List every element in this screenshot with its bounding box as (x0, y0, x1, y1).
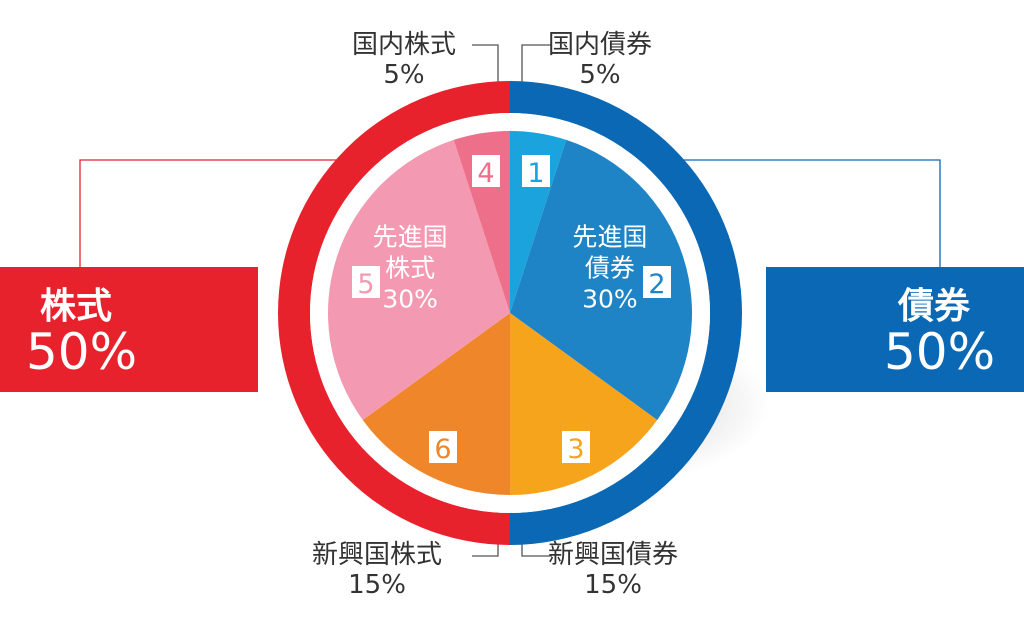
ext-label-emerging-stock: 新興国株式 15% (312, 540, 442, 600)
ext-label-pct: 15% (584, 570, 642, 600)
slice-badge-5: 5 (352, 266, 380, 300)
ring-stock-half (278, 81, 510, 545)
connector-right-box (680, 159, 941, 267)
ext-label-domestic-stock: 国内株式 5% (352, 30, 456, 90)
ext-label-pct: 15% (348, 570, 406, 600)
slice-badge-box (352, 266, 380, 298)
slice-inner-label-5: 株式 (385, 254, 435, 283)
slice-badge-3: 3 (562, 431, 590, 465)
bond-group-value: 50% (884, 323, 996, 381)
slice-badge-box (429, 431, 457, 463)
connector-lines (79, 44, 941, 557)
pie-slice-6 (362, 313, 510, 495)
connector-left-box (79, 159, 346, 267)
slice-number: 3 (567, 434, 584, 465)
slice-inner-label-2: 先進国 (572, 223, 647, 252)
ext-label-name: 国内株式 (352, 30, 457, 60)
bond-group-label: 債券 (898, 286, 971, 327)
pie-slice-3 (510, 313, 658, 495)
bond-group-box: 債券 50% (766, 267, 1024, 392)
ext-label-pct: 5% (383, 60, 425, 90)
slice-badge-box (472, 155, 500, 187)
slice-inner-label-2: 30% (582, 285, 638, 314)
ext-label-name: 新興国債券 (548, 540, 679, 570)
slice-number: 5 (357, 269, 374, 300)
ext-label-name: 国内債券 (548, 30, 653, 60)
slice-badge-4: 4 (472, 155, 500, 189)
slice-badge-6: 6 (429, 431, 457, 465)
group-ring (278, 81, 742, 545)
slice-number: 4 (477, 158, 494, 189)
slice-inner-label-5: 先進国 (373, 223, 448, 252)
slice-badge-box (643, 266, 671, 298)
stock-group-label: 株式 (40, 286, 113, 327)
slice-badge-1: 1 (522, 155, 550, 189)
ext-label-domestic-bond: 国内債券 5% (548, 30, 652, 90)
slice-inner-label-2: 債券 (585, 254, 635, 283)
slice-number: 6 (434, 434, 451, 465)
slice-badge-box (562, 431, 590, 463)
stock-group-value: 50% (26, 323, 138, 381)
slice-badge-2: 2 (643, 266, 671, 300)
ext-label-pct: 5% (579, 60, 621, 90)
ext-label-name: 新興国株式 (312, 540, 443, 570)
slice-inner-label-5: 30% (382, 285, 438, 314)
slice-badge-box (522, 155, 550, 187)
pie-slice-2 (510, 139, 693, 420)
pie-slice-5 (327, 139, 510, 420)
slice-number: 1 (527, 158, 544, 189)
slice-number: 2 (648, 269, 665, 300)
ring-bond-half (510, 81, 742, 545)
stock-group-box: 株式 50% (0, 267, 258, 392)
ext-label-emerging-bond: 新興国債券 15% (548, 540, 678, 600)
